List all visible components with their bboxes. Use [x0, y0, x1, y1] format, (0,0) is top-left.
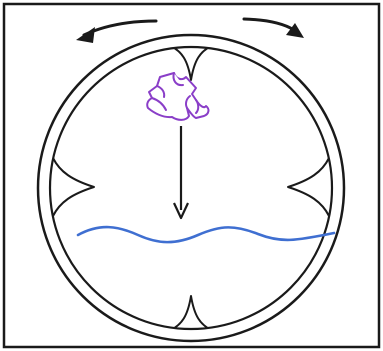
- drop-arrow-icon: [174, 126, 188, 218]
- paddle-lifter-left: [53, 158, 94, 216]
- paddle-lifter-right: [288, 158, 329, 216]
- rotation-arrow-counterclockwise-icon: [76, 21, 156, 43]
- paddle-lifter-bottom: [166, 296, 216, 332]
- water-surface: [78, 227, 334, 242]
- rotation-arrow-clockwise-icon: [244, 19, 304, 38]
- garment-icon: [147, 73, 208, 120]
